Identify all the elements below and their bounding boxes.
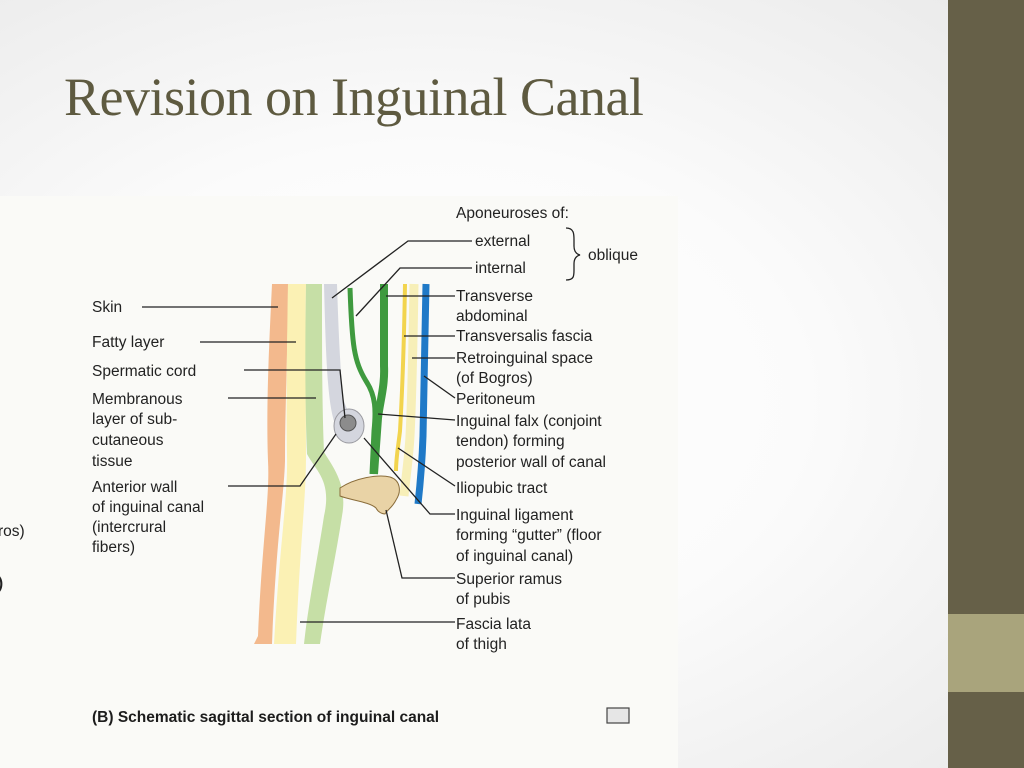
- right-labels: Aponeuroses of: external internal obliqu…: [456, 205, 638, 653]
- skin-layer: [254, 284, 288, 644]
- label-external: external: [475, 233, 530, 250]
- leader-internal-oblique: [355, 267, 472, 317]
- retroinguinal-space: [399, 283, 419, 497]
- label-superior-ramus: Superior ramus: [456, 571, 562, 588]
- label-transversalis-fascia: Transversalis fascia: [456, 328, 593, 345]
- leader-inguinal-ligament: [363, 437, 455, 515]
- label-inguinal-ligament: Inguinal ligament: [456, 507, 574, 524]
- leader-inguinal-falx: [377, 413, 456, 421]
- external-oblique-aponeurosis: [324, 284, 356, 432]
- transversalis-fascia: [394, 283, 407, 472]
- label-of-inguinal-canal: of inguinal canal: [92, 499, 204, 516]
- label-peritoneum: Peritoneum: [456, 391, 535, 408]
- fatty-layer: [274, 284, 306, 644]
- figure-caption: (B) Schematic sagittal section of inguin…: [92, 709, 439, 726]
- oblique-brace: [565, 227, 581, 281]
- label-inguinal-falx: Inguinal falx (conjoint: [456, 413, 602, 430]
- label-retroinguinal-space: Retroinguinal space: [456, 350, 593, 367]
- label-intercrural: (intercrural: [92, 519, 166, 536]
- label-layer-of-sub: layer of sub-: [92, 411, 177, 428]
- label-posterior-wall: posterior wall of canal: [456, 454, 606, 471]
- label-tissue: tissue: [92, 453, 133, 470]
- leader-anterior-wall: [228, 433, 337, 487]
- leader-superior-ramus: [385, 509, 455, 579]
- leader-peritoneum: [423, 375, 456, 399]
- transverse-abdominal-muscle: [370, 284, 389, 475]
- inguinal-canal-figure: Skin Fatty layer Spermatic cord Membrano…: [0, 196, 678, 768]
- label-oblique: oblique: [588, 247, 638, 264]
- leader-spermatic-cord: [244, 369, 346, 419]
- label-forming-gutter: forming “gutter” (floor: [456, 527, 602, 544]
- edge-fragment-ros: ros): [0, 523, 25, 540]
- left-labels: Skin Fatty layer Spermatic cord Membrano…: [0, 299, 204, 592]
- label-cutaneous: cutaneous: [92, 432, 164, 449]
- label-spermatic-cord: Spermatic cord: [92, 363, 196, 380]
- label-tendon-forming: tendon) forming: [456, 433, 565, 450]
- leader-iliopubic-tract: [397, 447, 456, 487]
- label-anterior-wall: Anterior wall: [92, 479, 177, 496]
- label-iliopubic-tract: Iliopubic tract: [456, 480, 548, 497]
- peritoneum-layer: [414, 283, 430, 505]
- pubis-bone: [339, 475, 400, 515]
- sagittal-section-diagram: Skin Fatty layer Spermatic cord Membrano…: [0, 205, 638, 726]
- label-internal: internal: [475, 260, 526, 277]
- label-transverse: Transverse: [456, 288, 533, 305]
- label-fibers: fibers): [92, 539, 135, 556]
- sidebar-accent-block: [948, 614, 1024, 692]
- label-skin: Skin: [92, 299, 122, 316]
- label-floor-of-canal: of inguinal canal): [456, 548, 573, 565]
- label-fatty-layer: Fatty layer: [92, 334, 164, 351]
- slide-title: Revision on Inguinal Canal: [64, 67, 644, 127]
- label-membranous: Membranous: [92, 391, 183, 408]
- caption-swatch: [606, 707, 630, 724]
- label-of-thigh: of thigh: [456, 636, 507, 653]
- edge-fragment-paren: ): [0, 575, 3, 592]
- label-fascia-lata: Fascia lata: [456, 616, 531, 633]
- label-of-bogros: (of Bogros): [456, 370, 533, 387]
- label-abdominal: abdominal: [456, 308, 528, 325]
- label-of-pubis: of pubis: [456, 591, 511, 608]
- leader-external-oblique: [331, 240, 472, 299]
- label-aponeuroses-of: Aponeuroses of:: [456, 205, 569, 222]
- membranous-layer: [304, 284, 344, 644]
- spermatic-cord: [339, 414, 357, 432]
